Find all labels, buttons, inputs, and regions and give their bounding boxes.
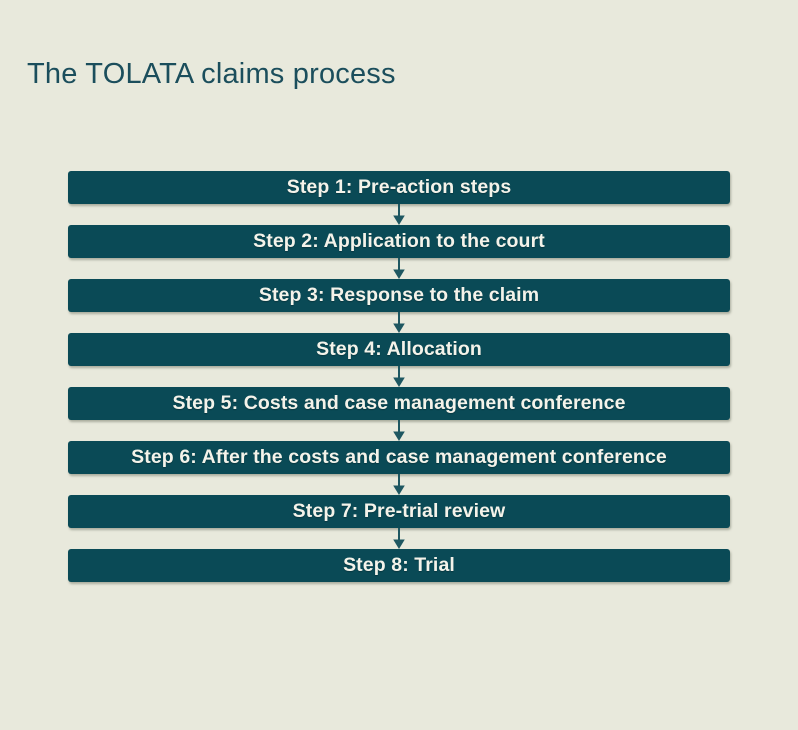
- arrow-down-icon: [393, 366, 405, 387]
- step-connector: [68, 528, 730, 549]
- step-connector: [68, 312, 730, 333]
- arrow-down-icon: [393, 474, 405, 495]
- step-label: Step 8: Trial: [343, 554, 455, 576]
- page-title: The TOLATA claims process: [27, 58, 396, 90]
- step-connector: [68, 258, 730, 279]
- step-bar: Step 1: Pre-action steps: [68, 171, 730, 204]
- step-label: Step 5: Costs and case management confer…: [172, 392, 626, 414]
- step-label: Step 3: Response to the claim: [258, 284, 540, 306]
- step-label: Step 6: After the costs and case managem…: [131, 446, 667, 468]
- arrow-down-icon: [393, 258, 405, 279]
- arrow-down-icon: [393, 204, 405, 225]
- step-bar: Step 2: Application to the court: [68, 225, 730, 258]
- step-bar: Step 5: Costs and case management confer…: [68, 387, 730, 420]
- step-connector: [68, 420, 730, 441]
- step-bar: Step 3: Response to the claim: [68, 279, 730, 312]
- step-connector: [68, 204, 730, 225]
- step-label: Step 4: Allocation: [316, 338, 482, 360]
- step-connector: [68, 366, 730, 387]
- process-flow: Step 1: Pre-action steps Step 2: Applica…: [68, 171, 730, 582]
- step-label: Step 2: Application to the court: [253, 230, 545, 252]
- arrow-down-icon: [393, 528, 405, 549]
- step-connector: [68, 474, 730, 495]
- step-bar: Step 8: Trial: [68, 549, 730, 582]
- step-label: Step 1: Pre-action steps: [286, 176, 512, 198]
- step-bar: Step 4: Allocation: [68, 333, 730, 366]
- arrow-down-icon: [393, 312, 405, 333]
- step-label: Step 7: Pre-trial review: [292, 500, 506, 522]
- step-bar: Step 7: Pre-trial review: [68, 495, 730, 528]
- arrow-down-icon: [393, 420, 405, 441]
- step-bar: Step 6: After the costs and case managem…: [68, 441, 730, 474]
